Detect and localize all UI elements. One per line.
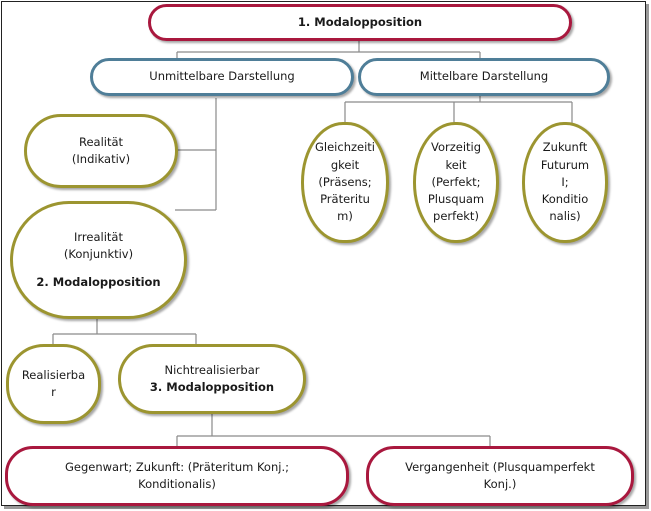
vorzeitigkeit-line-2: keit [445,157,467,172]
realisierbar-line-2: r [51,385,56,399]
modalopposition-2-label: 2. Modalopposition [36,274,161,289]
gleichzeitigkeit-line-1: Gleichzeiti [315,140,375,155]
gegenwart-zukunft-node: Gegenwart; Zukunft: (Präteritum Konj.; K… [5,446,349,506]
vergangenheit-line-2: Konj.) [483,477,517,491]
gleichzeitigkeit-line-5: m) [337,209,353,224]
gleichzeitigkeit-line-4: Präteritu [320,192,370,207]
zukunft-node: Zukunft Futurum I; Konditio nalis) [522,122,608,243]
irrealitaet-node: Irrealität (Konjunktiv) 2. Modaloppositi… [10,201,187,319]
realitaet-line-1: Realität [78,134,124,149]
mittelbare-darstellung-node: Mittelbare Darstellung [358,58,610,96]
realitaet-node: Realität (Indikativ) [24,114,178,188]
gleichzeitigkeit-line-2: gkeit [330,157,360,172]
modalopposition-1-node: 1. Modalopposition [148,4,572,41]
vergangenheit-line-1: Vergangenheit (Plusquamperfekt [405,459,595,474]
zukunft-line-2: Futurum [540,157,590,172]
irrealitaet-line-2: (Konjunktiv) [63,247,134,262]
vorzeitigkeit-line-5: perfekt) [433,209,479,224]
zukunft-line-1: Zukunft [542,140,588,155]
unmittelbare-darstellung-node: Unmittelbare Darstellung [90,58,354,96]
modalopposition-3-label: 3. Modalopposition [149,380,275,394]
modalopposition-1-label: 1. Modalopposition [297,14,423,29]
zukunft-line-3: I; [561,174,569,189]
mittelbare-darstellung-label: Mittelbare Darstellung [419,69,549,84]
nichtrealisierbar-node: Nichtrealisierbar 3. Modalopposition [118,344,306,414]
vergangenheit-node: Vergangenheit (Plusquamperfekt Konj.) [366,446,634,506]
unmittelbare-darstellung-label: Unmittelbare Darstellung [149,69,295,84]
gleichzeitigkeit-node: Gleichzeiti gkeit (Präsens; Präteritu m) [301,122,389,243]
irrealitaet-line-1: Irrealität [74,230,123,245]
nichtrealisierbar-line-1: Nichtrealisierbar [164,362,260,377]
zukunft-line-5: nalis) [549,209,581,224]
vorzeitigkeit-line-3: (Perfekt; [431,174,481,189]
zukunft-line-4: Konditio [541,192,589,207]
gegenwart-line-1: Gegenwart; Zukunft: (Präteritum Konj.; [65,459,289,474]
realisierbar-line-1: Realisierba [21,367,86,382]
vorzeitigkeit-line-1: Vorzeitig [430,140,482,155]
vorzeitigkeit-node: Vorzeitig keit (Perfekt; Plusquam perfek… [413,122,499,243]
gegenwart-line-2: Konditionalis) [138,477,216,491]
vorzeitigkeit-line-4: Plusquam [427,192,485,207]
gleichzeitigkeit-line-3: (Präsens; [318,174,372,189]
realisierbar-node: Realisierba r [6,344,101,424]
realitaet-line-2: (Indikativ) [71,152,131,166]
